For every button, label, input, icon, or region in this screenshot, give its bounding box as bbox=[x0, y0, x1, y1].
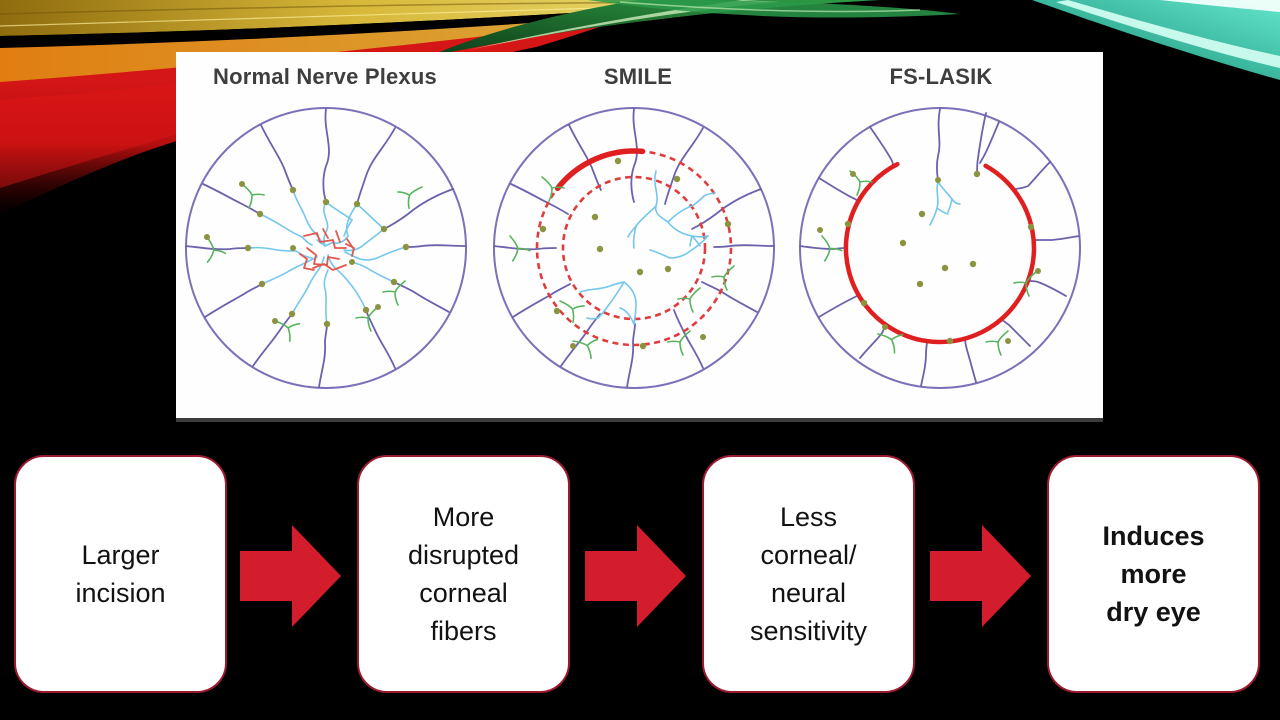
nerve-dots bbox=[204, 181, 410, 328]
subbasal-branches bbox=[579, 170, 716, 325]
flow-box-induces-dry-eye: Induces more dry eye bbox=[1047, 455, 1260, 693]
nerve-trunks bbox=[493, 108, 775, 388]
nerve-dots bbox=[817, 170, 1041, 345]
flow-arrow-2 bbox=[585, 525, 686, 627]
diagram-smile bbox=[493, 107, 775, 389]
flow-box-label: More disrupted corneal fibers bbox=[407, 502, 520, 646]
diagram-fs-lasik bbox=[799, 107, 1081, 389]
flow-box-larger-incision: Larger incision bbox=[14, 455, 227, 693]
flow-arrow-1 bbox=[240, 525, 341, 627]
subbasal-branches bbox=[929, 181, 961, 226]
title-fs-lasik: FS-LASIK bbox=[889, 64, 993, 89]
flow-box-disrupted-fibers: More disrupted corneal fibers bbox=[357, 455, 570, 693]
title-normal-nerve-plexus: Normal Nerve Plexus bbox=[213, 64, 437, 89]
flow-box-label: Less corneal/ neural sensitivity bbox=[749, 502, 868, 646]
title-smile: SMILE bbox=[603, 64, 673, 89]
nerve-figure-panel: Normal Nerve Plexus SMILE FS-LASIK bbox=[176, 52, 1103, 422]
dendritic-twigs bbox=[817, 170, 1037, 357]
dendritic-twigs bbox=[199, 180, 423, 345]
lasik-flap-incision bbox=[843, 161, 1037, 345]
flow-box-less-sensitivity: Less corneal/ neural sensitivity bbox=[702, 455, 915, 693]
flow-box-label: Induces more dry eye bbox=[1102, 521, 1205, 627]
central-mesh bbox=[299, 228, 355, 271]
lenticule-rings bbox=[535, 148, 733, 347]
dendritic-twigs bbox=[505, 176, 735, 363]
nerve-trunks bbox=[185, 108, 467, 388]
figure-bottom-border bbox=[176, 418, 1103, 422]
nerve-trunks bbox=[799, 108, 1080, 387]
flow-box-label: Larger incision bbox=[75, 540, 166, 608]
nerve-dots bbox=[539, 157, 732, 350]
flow-arrow-3 bbox=[930, 525, 1031, 627]
diagram-normal-nerve-plexus bbox=[185, 107, 467, 389]
subbasal-branches bbox=[247, 189, 407, 325]
smile-incision-arc bbox=[554, 148, 646, 192]
